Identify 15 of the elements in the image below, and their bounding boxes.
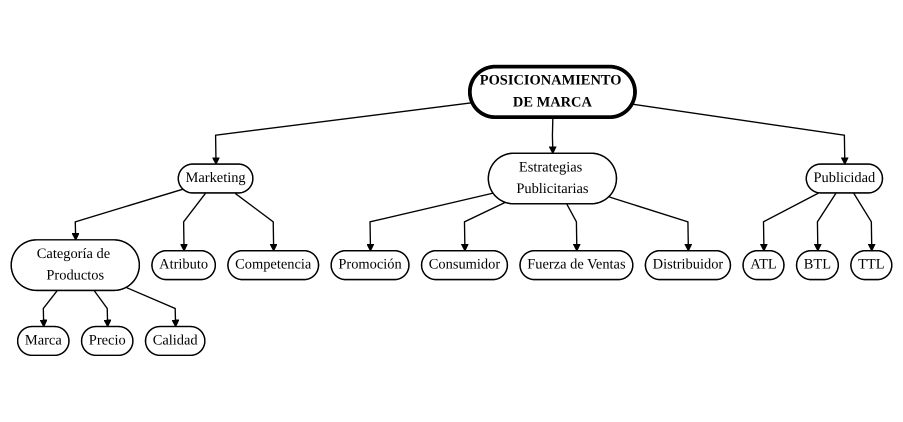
- arrow: [366, 192, 494, 252]
- arrow: [814, 193, 836, 252]
- arrow: [760, 192, 819, 252]
- arrow: [40, 290, 58, 328]
- arrow: [853, 193, 876, 252]
- arrow: [548, 118, 557, 154]
- arrow: [126, 287, 180, 328]
- arrow: [460, 202, 506, 252]
- arrow: [609, 196, 692, 252]
- arrow: [94, 290, 112, 328]
- arrow: [72, 188, 184, 241]
- arrow: [566, 204, 581, 252]
- arrow: [234, 192, 278, 252]
- arrow: [632, 103, 849, 165]
- arrow: [180, 193, 206, 252]
